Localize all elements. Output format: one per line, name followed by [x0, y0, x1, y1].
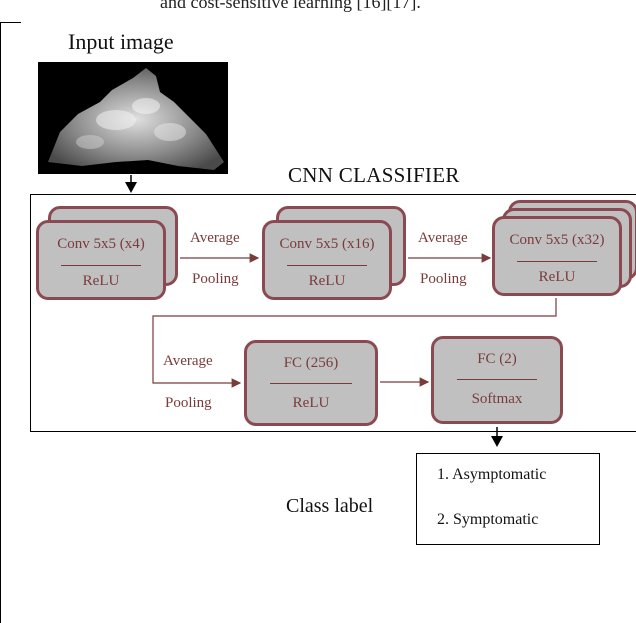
figure-border — [0, 22, 21, 623]
fc-block-2: FC (2) Softmax — [431, 336, 563, 424]
caption-fragment: and cost-sensitive learning [16][17]. — [160, 0, 421, 12]
conv-block-2-title: Conv 5x5 (x16) — [279, 236, 375, 252]
pooling-label-2-top: Average — [418, 230, 468, 246]
conv-block-3-divider — [517, 261, 597, 262]
class-label: Class label — [286, 495, 374, 517]
pooling-label-1-top: Average — [190, 230, 240, 246]
input-arrow-head — [125, 182, 137, 193]
pooling-label-3-top: Average — [163, 353, 213, 369]
conv-block-2: Conv 5x5 (x16) ReLU — [262, 220, 392, 300]
conv-block-1-activation: ReLU — [82, 273, 120, 289]
pool-arrow-3 — [152, 298, 557, 388]
fc-block-256-divider — [270, 383, 352, 384]
conv-block-3-title: Conv 5x5 (x32) — [509, 232, 605, 248]
output-classes-box: 1. Asymptomatic 2. Symptomatic — [416, 453, 600, 545]
fc-block-2-activation: Softmax — [471, 391, 523, 407]
output-arrow-head — [491, 436, 503, 447]
output-class-1: 1. Asymptomatic — [437, 466, 547, 483]
connector-layer — [125, 175, 557, 447]
conv-block-1-divider — [61, 265, 141, 266]
conv-block-3-activation: ReLU — [538, 269, 576, 285]
fc-block-2-divider — [456, 379, 538, 380]
fc-block-256-activation: ReLU — [292, 395, 330, 411]
input-mri-image — [38, 62, 228, 174]
conv-block-2-activation: ReLU — [308, 273, 346, 289]
conv-block-1: Conv 5x5 (x4) ReLU — [36, 220, 166, 300]
fc-block-2-title: FC (2) — [477, 351, 517, 367]
cnn-classifier-title: CNN CLASSIFIER — [288, 163, 460, 187]
pooling-label-3-bottom: Pooling — [165, 395, 212, 411]
output-class-2: 2. Symptomatic — [437, 511, 539, 528]
pooling-label-1-bottom: Pooling — [192, 271, 239, 287]
conv-block-3: Conv 5x5 (x32) ReLU — [492, 216, 622, 296]
input-image-title: Input image — [68, 29, 174, 54]
pooling-label-2-bottom: Pooling — [420, 271, 467, 287]
conv-block-2-divider — [287, 265, 367, 266]
cnn-frame — [30, 194, 636, 432]
fc-block-256: FC (256) ReLU — [244, 340, 378, 426]
conv-block-1-title: Conv 5x5 (x4) — [57, 236, 145, 252]
fc-block-256-title: FC (256) — [283, 355, 339, 371]
